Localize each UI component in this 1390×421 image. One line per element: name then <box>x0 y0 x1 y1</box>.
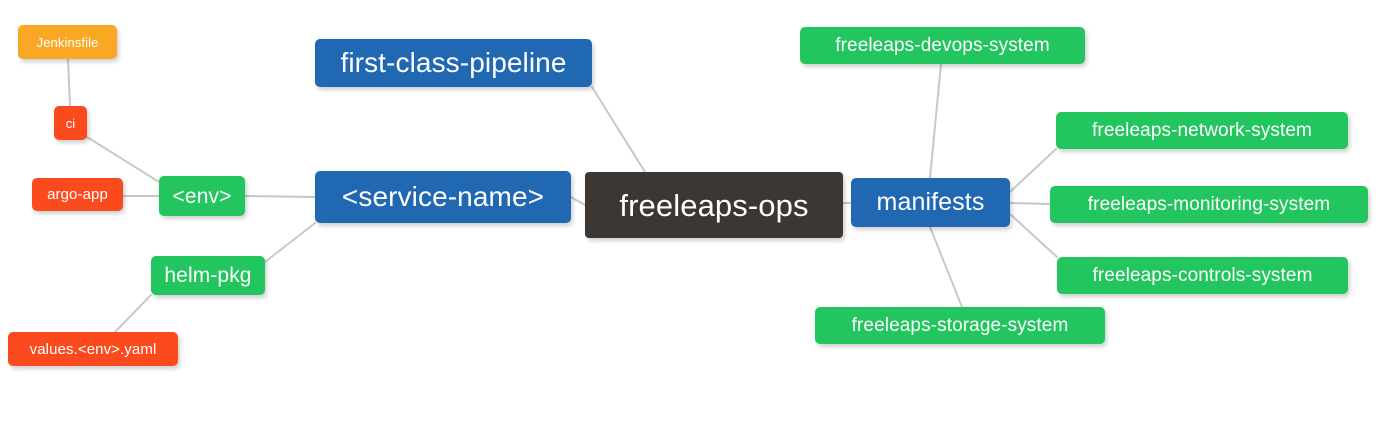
mindmap-node-freeleaps-controls-system[interactable]: freeleaps-controls-system <box>1057 257 1348 294</box>
node-label: freeleaps-controls-system <box>1092 265 1313 286</box>
mindmap-node-freeleaps-storage-system[interactable]: freeleaps-storage-system <box>815 307 1105 344</box>
mindmap-node-first-class-pipeline[interactable]: first-class-pipeline <box>315 39 592 87</box>
mindmap-node-freeleaps-devops-system[interactable]: freeleaps-devops-system <box>800 27 1085 64</box>
edge-manifests-to-freeleaps-monitoring-system <box>1009 202 1051 205</box>
node-label: ci <box>65 115 76 131</box>
mindmap-node-env[interactable]: <env> <box>159 176 245 216</box>
node-label: values.<env>.yaml <box>29 340 157 358</box>
node-label: freeleaps-monitoring-system <box>1087 194 1331 215</box>
mindmap-node-freeleaps-network-system[interactable]: freeleaps-network-system <box>1056 112 1348 149</box>
edge-manifests-to-freeleaps-devops-system <box>929 63 942 179</box>
edge-freeleaps-ops-to-service-name <box>570 196 586 206</box>
edge-manifests-to-freeleaps-network-system <box>1009 148 1057 193</box>
edge-manifests-to-freeleaps-storage-system <box>929 226 963 308</box>
node-label: freeleaps-ops <box>619 187 809 223</box>
node-label: <env> <box>172 184 232 208</box>
edge-ci-to-jenkinsfile <box>67 58 71 107</box>
node-label: first-class-pipeline <box>340 47 567 78</box>
node-label: freeleaps-devops-system <box>835 35 1050 56</box>
mindmap-node-helm-pkg[interactable]: helm-pkg <box>151 256 265 295</box>
mindmap-node-freeleaps-monitoring-system[interactable]: freeleaps-monitoring-system <box>1050 186 1368 223</box>
edge-service-name-to-helm-pkg <box>264 222 316 263</box>
node-label: argo-app <box>47 186 108 203</box>
mindmap-node-ci[interactable]: ci <box>54 106 87 140</box>
edge-freeleaps-ops-to-first-class-pipeline <box>591 86 646 173</box>
node-label: <service-name> <box>341 181 545 212</box>
node-label: manifests <box>876 188 985 216</box>
edge-service-name-to-env <box>244 195 316 198</box>
mindmap-node-values-env-yaml[interactable]: values.<env>.yaml <box>8 332 178 366</box>
node-label: freeleaps-network-system <box>1092 120 1312 141</box>
mindmap-node-freeleaps-ops[interactable]: freeleaps-ops <box>585 172 843 238</box>
node-label: Jenkinsfile <box>36 34 99 50</box>
mindmap-node-jenkinsfile[interactable]: Jenkinsfile <box>18 25 117 59</box>
edge-env-to-ci <box>86 136 160 183</box>
mindmap-node-service-name[interactable]: <service-name> <box>315 171 571 223</box>
node-label: freeleaps-storage-system <box>851 315 1069 336</box>
mindmap-node-argo-app[interactable]: argo-app <box>32 178 123 211</box>
mindmap-node-manifests[interactable]: manifests <box>851 178 1010 227</box>
edge-manifests-to-freeleaps-controls-system <box>1009 213 1058 258</box>
node-label: helm-pkg <box>164 264 252 287</box>
edge-helm-pkg-to-values-env-yaml <box>114 294 152 333</box>
